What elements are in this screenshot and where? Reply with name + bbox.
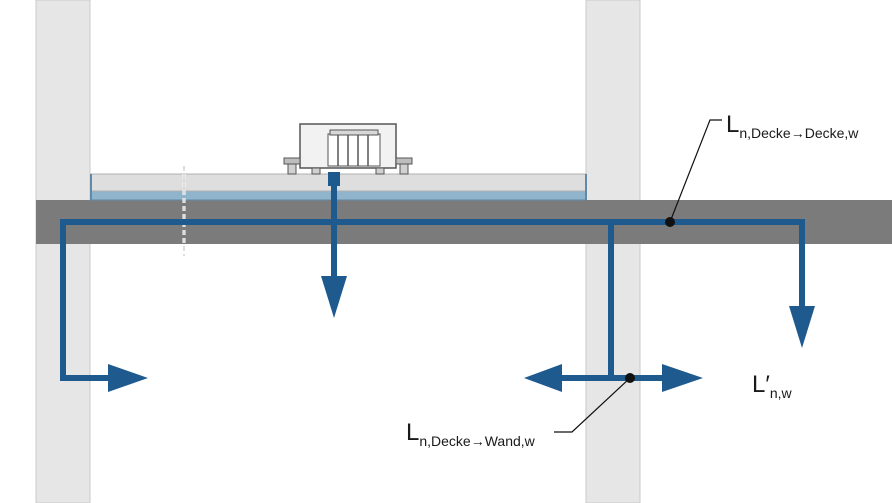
- label-flanking-ceiling-sub: n,Decke→Decke,w: [739, 125, 859, 141]
- label-flanking-wall-main: L: [406, 419, 419, 446]
- wall-right-arrow: [662, 364, 703, 392]
- label-total-sub: n,w: [770, 385, 793, 401]
- label-total: L′n,w: [752, 371, 793, 401]
- label-flanking-ceiling: Ln,Decke→Decke,w: [726, 111, 859, 141]
- slab-path: [60, 219, 805, 381]
- wall-flank-leader: [554, 377, 631, 433]
- transmission-paths: [60, 174, 805, 381]
- left-room-arrow: [108, 364, 148, 392]
- label-total-main: L′: [752, 371, 770, 398]
- ceiling-flank-arrow: [789, 306, 815, 348]
- label-flanking-ceiling-main: L: [726, 111, 739, 138]
- ceiling-flank-leader: [669, 119, 722, 223]
- direct-arrow: [321, 276, 347, 318]
- label-flanking-wall: Ln,Decke→Wand,w: [406, 419, 536, 449]
- wall-left-arrow: [524, 364, 562, 392]
- direct-path-source: [328, 172, 340, 186]
- label-flanking-wall-sub: n,Decke→Wand,w: [419, 433, 535, 449]
- machine-unit: [283, 123, 413, 175]
